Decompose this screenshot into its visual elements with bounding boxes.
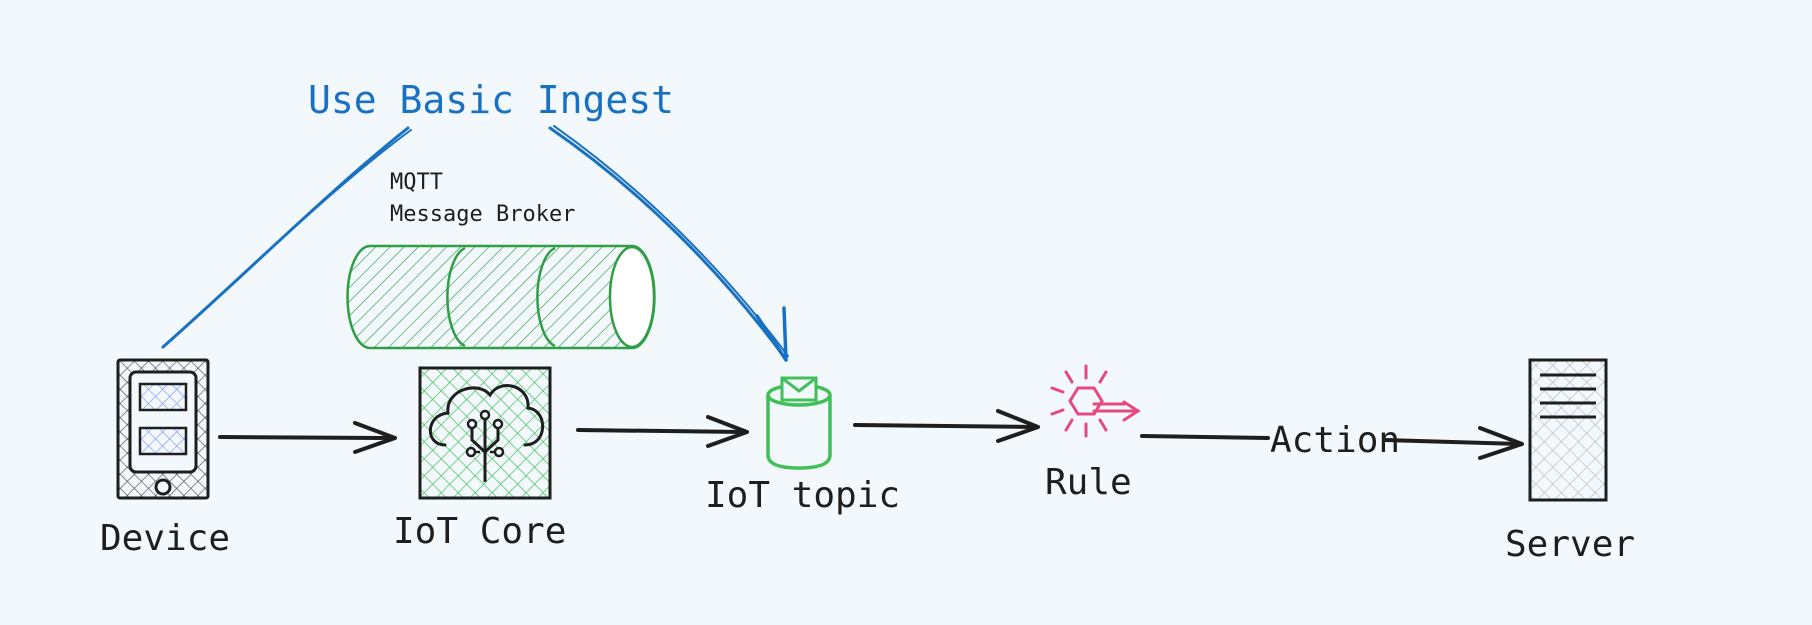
iot-rule-icon — [1050, 364, 1141, 438]
mobile-device-icon — [116, 358, 210, 500]
server-label: Server — [1505, 524, 1635, 565]
device-label: Device — [100, 518, 230, 559]
rule-label: Rule — [1045, 462, 1132, 503]
basic-ingest-label: Use Basic Ingest — [308, 78, 674, 122]
arrow-device-to-core — [218, 421, 397, 454]
arrow-core-to-topic — [576, 415, 749, 448]
broker-label-line1: MQTT — [390, 170, 443, 195]
basic-ingest-path — [161, 125, 789, 362]
server-icon — [1528, 358, 1608, 502]
arrow-rule-to-server — [1140, 426, 1524, 460]
basic-ingest-arrowhead — [755, 306, 788, 362]
iot-core-label: IoT Core — [393, 511, 566, 552]
action-edge-label: Action — [1270, 420, 1400, 461]
iot-topic-icon — [766, 376, 832, 470]
mqtt-broker-icon — [346, 244, 656, 350]
iot-topic-label: IoT topic — [705, 475, 900, 516]
broker-label-line2: Message Broker — [390, 202, 575, 227]
iot-core-icon — [418, 366, 552, 500]
arrow-topic-to-rule — [853, 409, 1040, 443]
